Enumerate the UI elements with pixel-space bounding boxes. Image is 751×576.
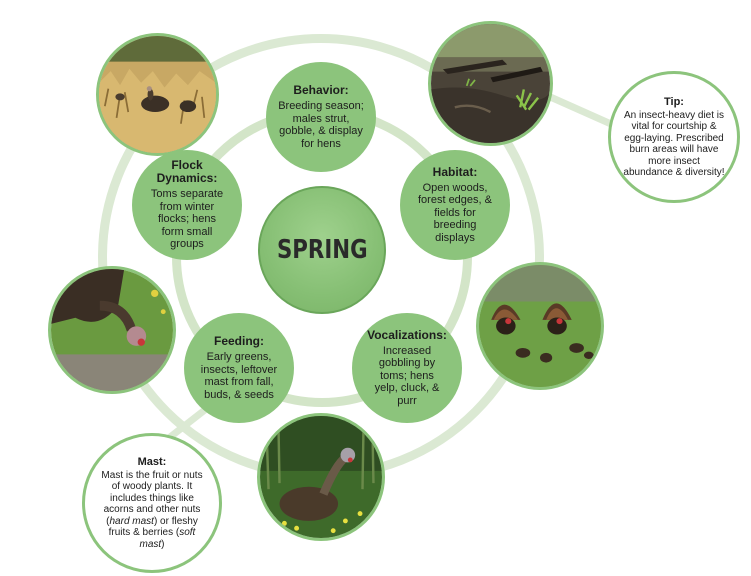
mast-text-mid: ) or fleshy fruits & berries ( xyxy=(108,515,198,539)
flock-dynamics-bubble: Flock Dynamics: Toms separate from winte… xyxy=(132,150,242,260)
behavior-bubble: Behavior: Breeding season; males strut, … xyxy=(266,62,376,172)
tip-title: Tip: xyxy=(664,95,684,108)
vocalizations-text: Increased gobbling by toms; hens yelp, c… xyxy=(374,344,440,407)
vocalizations-title: Vocalizations: xyxy=(367,327,447,342)
habitat-title: Habitat: xyxy=(432,164,478,179)
mast-text-start: Mast is the fruit or nuts of woody plant… xyxy=(101,469,203,527)
habitat-bubble: Habitat: Open woods, forest edges, & fie… xyxy=(400,150,510,260)
flock-dynamics-text: Toms separate from winter flocks; hens f… xyxy=(150,188,224,251)
mast-text-soft: soft mast xyxy=(139,527,196,550)
vocalizations-bubble: Vocalizations: Increased gobbling by tom… xyxy=(352,313,462,423)
feeding-title: Feeding: xyxy=(214,334,264,348)
feeding-text: Early greens, insects, leftover mast fro… xyxy=(200,351,278,401)
turkey-foraging-photo xyxy=(48,266,176,394)
center-label: SPRING xyxy=(276,235,368,265)
tip-text: An insect-heavy diet is vital for courts… xyxy=(623,109,725,179)
center-circle: SPRING xyxy=(258,186,386,314)
flock-dynamics-title: Flock Dynamics: xyxy=(156,158,218,186)
mast-text-hard: hard mast xyxy=(109,515,154,527)
behavior-text: Breeding season; males strut, gobble, & … xyxy=(278,100,364,150)
hen-in-wildflowers-photo xyxy=(257,413,385,541)
mast-text-end: ) xyxy=(161,538,165,550)
habitat-text: Open woods, forest edges, & fields for b… xyxy=(418,181,492,244)
feeding-bubble: Feeding: Early greens, insects, leftover… xyxy=(184,313,294,423)
mast-title: Mast: xyxy=(137,455,167,468)
mast-note: Mast: Mast is the fruit or nuts of woody… xyxy=(82,433,222,573)
mast-text: Mast is the fruit or nuts of woody plant… xyxy=(96,470,208,551)
strutting-toms-and-hens-photo xyxy=(476,262,604,390)
behavior-title: Behavior: xyxy=(293,83,349,97)
turkeys-in-tall-grass-photo xyxy=(96,33,219,156)
burned-forest-floor-photo xyxy=(428,21,553,146)
tip-note: Tip: An insect-heavy diet is vital for c… xyxy=(608,71,740,203)
